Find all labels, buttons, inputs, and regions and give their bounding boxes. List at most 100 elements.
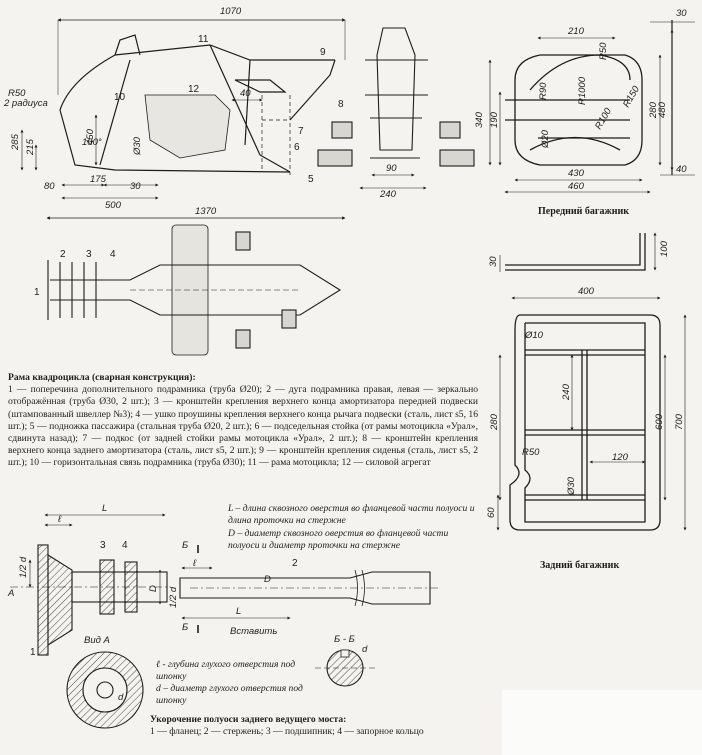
- dim-fr-r150: R150: [621, 84, 642, 110]
- axle-dim-l: ℓ: [57, 514, 62, 525]
- axle-shaft: [179, 571, 431, 605]
- frame-caption-body: 1 — поперечина дополнительного подрамник…: [8, 384, 478, 469]
- axle-caption: Укорочение полуоси заднего ведущего мост…: [150, 714, 450, 738]
- dim-rr-240: 240: [561, 383, 572, 401]
- callout-9: 9: [320, 47, 326, 58]
- dim-1370: 1370: [195, 206, 217, 217]
- callout-12: 12: [188, 84, 200, 95]
- front-frame-outline: [376, 27, 416, 151]
- axle-dim-half-d: 1/2 d: [18, 556, 29, 578]
- front-wheel-right: [439, 121, 461, 139]
- frame-front-view: [317, 27, 475, 190]
- side-view-labels: 1070 R50 2 радиуса 285 215 450 Ø30 100° …: [3, 6, 344, 211]
- axle-callout-1: 1: [30, 647, 36, 658]
- axle-view-a: Вид A: [84, 635, 110, 646]
- dim-285: 285: [10, 133, 21, 151]
- front-downtube: [99, 59, 131, 166]
- axle-shaft-dim-half-d: 1/2 d: [168, 586, 179, 608]
- dim-fr-r90: R90: [538, 82, 549, 100]
- dim-450: 450: [85, 128, 96, 145]
- axle-note-D: D – диаметр сквозного оверстия во фланце…: [228, 528, 449, 551]
- dim-fr-430: 430: [568, 168, 585, 179]
- callout-11: 11: [198, 34, 209, 45]
- axle-shaft-insert: Вставить: [230, 626, 277, 637]
- rear-rack-title: Задний багажник: [540, 560, 619, 571]
- dim-r50: R50: [8, 88, 26, 99]
- front-rack-labels: 210 340 190 R50 R90 R1000 R150 R100 Ø20 …: [474, 8, 687, 217]
- upper-bracket: [234, 79, 287, 93]
- rear-rack-outer: [509, 314, 661, 531]
- rear-wheel-left: [317, 149, 353, 167]
- dim-rr-280: 280: [489, 413, 500, 431]
- blank-corner: [502, 690, 702, 755]
- dim-fr-460: 460: [568, 181, 585, 192]
- axle-callout-2: 2: [292, 558, 298, 569]
- frame-bottom-tube: [59, 109, 291, 173]
- callout-2: 2: [60, 249, 66, 260]
- frame-caption-title: Рама квадроцикла (сварная конструкция):: [8, 372, 196, 383]
- dim-rr-400: 400: [578, 286, 595, 297]
- callout-7: 7: [298, 126, 304, 137]
- axle-note-d: d – диаметр глухого отверстия под шпонку: [156, 683, 303, 706]
- front-wheel-left: [331, 121, 353, 139]
- axle-view-a-d: d: [118, 692, 124, 703]
- front-rack-outer: [514, 54, 643, 166]
- dim-rr-60: 60: [486, 507, 497, 518]
- dim-80: 80: [44, 181, 55, 192]
- steering-head: [114, 34, 141, 56]
- dim-fr-480: 480: [657, 101, 668, 118]
- axle-callout-4: 4: [122, 540, 128, 551]
- dim-d30: Ø30: [132, 136, 143, 156]
- axle-dim-D: D: [148, 585, 159, 592]
- dim-90: 90: [386, 163, 397, 174]
- axle-shaft-dim-l: ℓ: [192, 558, 197, 569]
- axle-callout-3: 3: [100, 540, 106, 551]
- callout-8: 8: [338, 99, 344, 110]
- dim-40: 40: [240, 88, 251, 99]
- dim-fr-30: 30: [676, 8, 687, 19]
- axle-note-l: ℓ - глубина глухого отверстия под шпонку: [156, 659, 296, 682]
- axle-flange-drawing: [10, 513, 170, 729]
- callout-5: 5: [308, 174, 314, 185]
- plan-wheel-3: [281, 309, 297, 329]
- front-rack-drawing: [488, 20, 695, 194]
- dim-fr-d20: Ø20: [540, 129, 551, 149]
- rear-rack-labels: 30 100 400 Ø10 240 280 600 700 R50 120 Ø…: [486, 240, 685, 571]
- rear-rack-side-profile: [505, 233, 641, 266]
- callout-6: 6: [294, 142, 300, 153]
- frame-caption: Рама квадроцикла (сварная конструкция): …: [8, 372, 478, 470]
- plan-frame-outline: [50, 264, 342, 316]
- callout-10: 10: [114, 92, 126, 103]
- dim-fr-210: 210: [567, 26, 585, 37]
- frame-plan-view: [46, 216, 346, 356]
- axle-section-mark-bottom: Б: [182, 622, 188, 633]
- dimension-1070: [57, 18, 346, 95]
- front-rack-arc: [529, 54, 631, 91]
- callout-4: 4: [110, 249, 116, 260]
- callout-1: 1: [34, 287, 40, 298]
- axle-section-title: Б - Б: [334, 634, 355, 645]
- dim-fr-r100: R100: [593, 106, 614, 132]
- dim-500: 500: [105, 200, 122, 211]
- axle-shaft-drawing: [179, 545, 440, 687]
- dim-rr-r50: R50: [522, 447, 540, 458]
- rear-downtube: [209, 44, 291, 173]
- dim-240: 240: [379, 189, 397, 200]
- flange: [37, 544, 49, 656]
- dim-r50-note: 2 радиуса: [3, 98, 48, 109]
- frame-side-view: [20, 18, 346, 200]
- axle-dim-L: L: [102, 503, 107, 514]
- seat-post: [244, 59, 251, 146]
- axle-caption-body: 1 — фланец; 2 — стержень; 3 — подшипник;…: [150, 726, 424, 737]
- frame-top-tube: [59, 44, 335, 111]
- dim-30: 30: [130, 181, 141, 192]
- engine-unit: [144, 94, 231, 159]
- axle-shaft-dim-L: L: [236, 606, 241, 617]
- dim-rr-d30: Ø30: [566, 476, 577, 496]
- dim-175: 175: [90, 174, 107, 185]
- callout-3: 3: [86, 249, 92, 260]
- front-rack-title: Передний багажник: [538, 206, 629, 217]
- dim-rr-d10: Ø10: [524, 330, 544, 341]
- dim-rr-600: 600: [654, 413, 665, 430]
